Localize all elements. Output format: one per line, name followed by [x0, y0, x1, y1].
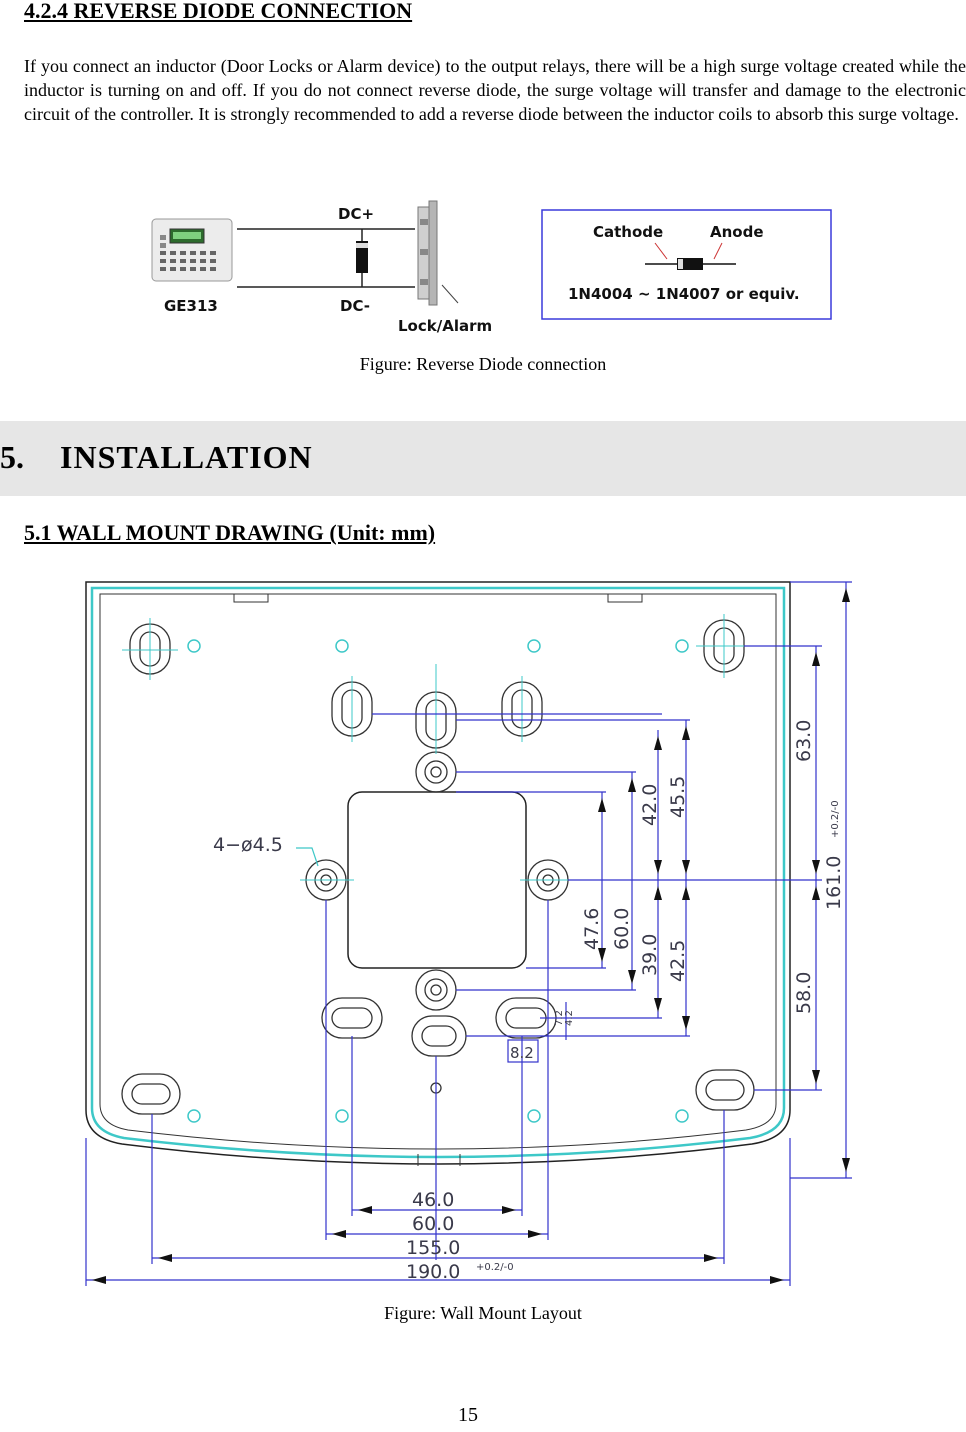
dim-42-0: 42.0	[639, 784, 661, 826]
lock-alarm-label: Lock/Alarm	[398, 317, 492, 335]
housing-outline	[85, 581, 791, 1166]
dim-42-5: 42.5	[667, 940, 689, 982]
hole-callout-leader	[296, 847, 319, 867]
section-band-installation: 5. INSTALLATION	[0, 421, 966, 496]
section-title: INSTALLATION	[60, 439, 313, 475]
dim-45-5: 45.5	[667, 776, 689, 818]
controller-label: GE313	[164, 297, 218, 315]
tolerance-161: +0.2/-0	[830, 800, 841, 838]
dim-47-6: 47.6	[581, 908, 603, 950]
diode-symbol	[356, 229, 368, 287]
center-lines	[122, 614, 752, 881]
anode-label: Anode	[710, 223, 764, 241]
page-number: 15	[458, 1404, 478, 1426]
diode-figure-caption: Figure: Reverse Diode connection	[359, 354, 607, 374]
screw-holes	[187, 639, 689, 1123]
lock-device-image	[417, 200, 459, 306]
dim-190-0: 190.0	[406, 1261, 460, 1283]
dim-39-0: 39.0	[639, 934, 661, 976]
dimension-arrows	[92, 588, 850, 1284]
dc-minus-label: DC-	[340, 297, 370, 315]
dc-plus-label: DC+	[338, 205, 374, 223]
reverse-diode-paragraph: If you connect an inductor (Door Locks o…	[24, 56, 966, 124]
dim-46-0: 46.0	[412, 1189, 454, 1211]
dim-58-0: 58.0	[793, 972, 815, 1014]
dim-60-0: 60.0	[611, 908, 633, 950]
section-heading-reverse-diode: 4.2.4 REVERSE DIODE CONNECTION	[24, 0, 413, 23]
reverse-diode-figure: GE313 DC+ DC- Lock/Alarm Cathode Anode 1…	[151, 200, 832, 335]
dim-161-0: 161.0	[823, 856, 845, 910]
tolerance-190: +0.2/-0	[476, 1262, 514, 1273]
dim-8-2: 8.2	[510, 1044, 534, 1062]
section-number: 5.	[0, 439, 24, 475]
section-heading-wall-mount: 5.1 WALL MOUNT DRAWING (Unit: mm)	[24, 520, 436, 545]
hole-callout-label: 4−ø4.5	[213, 834, 283, 856]
cathode-label: Cathode	[593, 223, 663, 241]
diode-legend-box: Cathode Anode 1N4004 ~ 1N4007 or equiv.	[541, 209, 832, 320]
dim-7-2: 7.2	[554, 1010, 565, 1026]
diode-part-label: 1N4004 ~ 1N4007 or equiv.	[568, 285, 800, 303]
mount-figure-caption: Figure: Wall Mount Layout	[384, 1303, 582, 1323]
dim-4-2: 4.2	[564, 1010, 575, 1026]
dim-155-0: 155.0	[406, 1237, 460, 1259]
wall-mount-drawing: 4−ø4.5 63.0 45.5 42.0 47.6 60.0 39.0 42.…	[85, 581, 852, 1286]
dim-63-0: 63.0	[793, 720, 815, 762]
dim-60-0-h: 60.0	[412, 1213, 454, 1235]
dimension-lines	[85, 581, 852, 1286]
controller-keypad-image	[151, 218, 233, 282]
